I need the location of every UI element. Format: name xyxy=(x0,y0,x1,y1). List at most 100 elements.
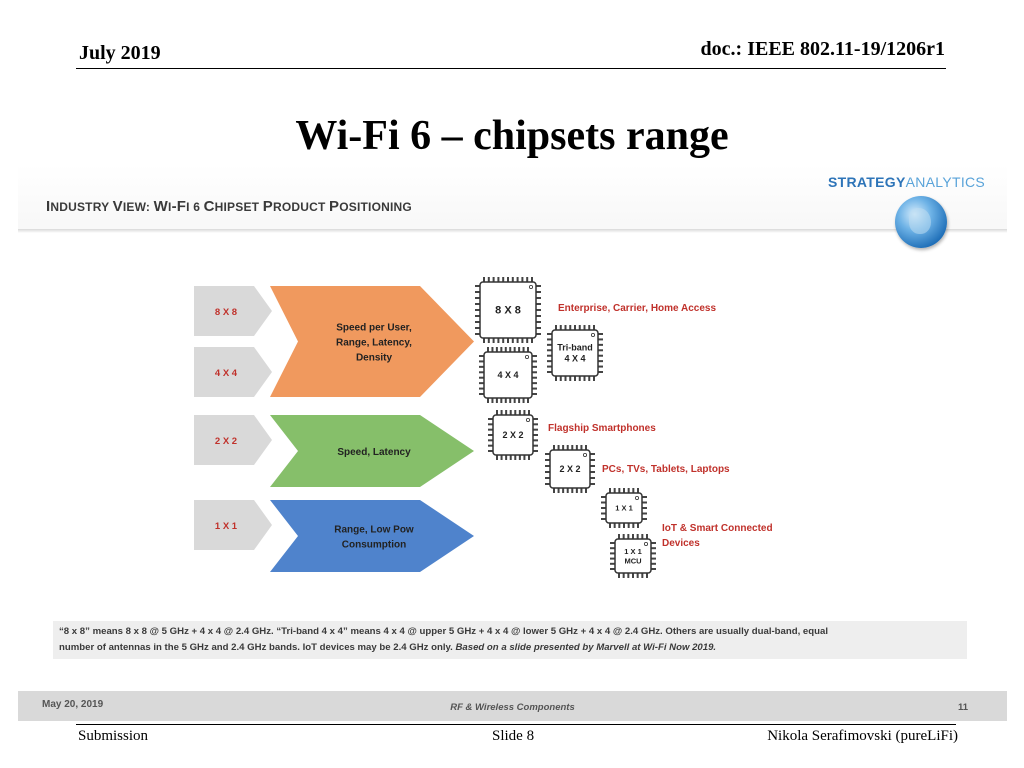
chip-pin xyxy=(475,315,480,317)
chip-pin xyxy=(509,455,512,460)
chip-pin xyxy=(588,325,591,330)
chip-body xyxy=(614,538,652,574)
chip-pin xyxy=(487,347,489,352)
chip-pin xyxy=(598,371,603,373)
chip-pin xyxy=(479,355,484,357)
chip-pin xyxy=(574,325,576,330)
chip-pin xyxy=(518,455,521,460)
chip-pin xyxy=(526,338,529,343)
chip-pin xyxy=(511,277,514,282)
segment-label: Devices xyxy=(662,538,700,549)
chip-pin xyxy=(545,471,550,473)
chip-pin xyxy=(491,347,494,352)
chip-pin xyxy=(627,523,630,528)
chip-pin xyxy=(532,355,537,357)
heading-part: OSITIONING xyxy=(339,200,412,214)
chip-body xyxy=(551,329,599,377)
chip-pin xyxy=(642,518,647,520)
chip-pin xyxy=(533,444,538,447)
chip-pin xyxy=(531,338,533,343)
segment-label: PCs, TVs, Tablets, Laptops xyxy=(602,464,730,475)
chip-pin xyxy=(623,488,625,493)
input-label: 8 X 8 xyxy=(215,307,237,318)
chip-pin xyxy=(547,371,552,373)
chip-pin xyxy=(622,573,625,578)
chip-pin xyxy=(547,349,552,352)
chip-pin xyxy=(598,333,603,335)
header-rule xyxy=(76,68,946,69)
chip-pin xyxy=(609,488,611,493)
slide-footer-bar xyxy=(18,691,1007,721)
chip-label: 4 X 4 xyxy=(497,370,518,380)
chip-pin xyxy=(488,434,493,436)
chip-pin xyxy=(632,488,635,493)
input-chevron xyxy=(194,415,272,465)
chip-pin xyxy=(583,376,586,381)
chip-pin xyxy=(523,410,526,415)
chip-pin xyxy=(610,542,615,544)
chip-pin xyxy=(518,410,521,415)
chip-pin xyxy=(509,347,512,352)
chip-pin xyxy=(491,398,494,403)
chip-pin xyxy=(601,496,606,498)
chip-pin xyxy=(487,338,490,343)
chip-pin xyxy=(598,365,603,368)
chip-pin xyxy=(601,507,606,509)
footnote-line-2-text: number of antennas in the 5 GHz and 2.4 … xyxy=(59,642,456,653)
chip-pin xyxy=(532,387,537,390)
chip-pin xyxy=(547,365,552,368)
heading-part: I xyxy=(168,200,172,214)
chip-pin xyxy=(601,518,606,520)
chip-pin xyxy=(487,277,490,282)
slide-top-divider xyxy=(18,229,1007,233)
chip-pin xyxy=(495,398,498,403)
chip-pin xyxy=(610,557,615,560)
chip-dot xyxy=(591,332,596,337)
chip-pin xyxy=(547,338,552,341)
chip-body xyxy=(479,281,537,339)
chip-pin xyxy=(545,459,550,461)
chip-pin xyxy=(500,398,503,403)
chip-pin xyxy=(547,333,552,335)
chip-pin xyxy=(642,496,647,498)
chip-pin xyxy=(533,450,538,452)
chip-pin xyxy=(516,338,519,343)
chip-pin xyxy=(578,376,581,381)
chip-pin xyxy=(545,453,550,455)
chip-pin xyxy=(479,387,484,390)
chip-pin xyxy=(574,376,576,381)
slide-top-bar xyxy=(18,165,1007,233)
chip-pin xyxy=(488,418,493,420)
chip-pin xyxy=(500,455,503,460)
chip-dot xyxy=(583,452,588,457)
heading-part: V xyxy=(112,198,123,215)
input-chevron xyxy=(194,286,272,336)
chip-pin xyxy=(531,277,533,282)
footnote: “8 x 8” means 8 x 8 @ 5 GHz + 4 x 4 @ 2.… xyxy=(53,621,967,659)
chip-pin xyxy=(492,277,495,282)
chip-pin xyxy=(598,360,603,363)
chip-pin xyxy=(536,327,541,329)
chip-pin xyxy=(636,534,639,539)
footnote-source: Based on a slide presented by Marvell at… xyxy=(455,642,717,653)
footer-submission: Submission xyxy=(78,728,149,744)
chip-pin xyxy=(518,398,521,403)
chip-label: MCU xyxy=(624,556,641,565)
chip-pin xyxy=(536,291,541,293)
chip-body xyxy=(549,449,591,489)
header-doc-id: doc.: IEEE 802.11-19/1206r1 xyxy=(700,38,945,60)
chip-dot xyxy=(635,495,640,500)
chip-pin xyxy=(637,488,639,493)
chip-pin xyxy=(651,542,656,544)
chip-pin xyxy=(590,471,595,473)
chip-pin xyxy=(536,285,541,287)
chip-pin xyxy=(580,488,583,493)
chip-pin xyxy=(536,321,541,323)
chip-pin xyxy=(575,488,578,493)
chip-label: 2 X 2 xyxy=(559,464,580,474)
chip-pin xyxy=(598,349,603,352)
slide-footer-title: RF & Wireless Components xyxy=(450,702,575,713)
tier-text: Range, Low Pow xyxy=(334,525,414,536)
chip-pin xyxy=(651,557,656,560)
chip-dot xyxy=(528,285,533,290)
